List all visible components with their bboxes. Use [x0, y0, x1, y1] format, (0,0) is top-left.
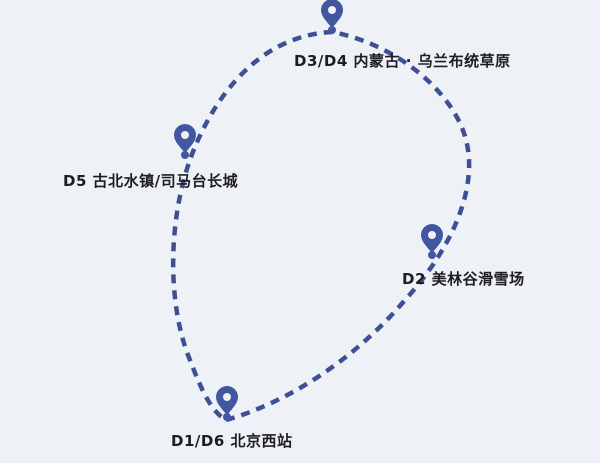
stop-day: D3/D4	[294, 52, 348, 70]
stop-name: 古北水镇/司马台长城	[92, 172, 239, 190]
route-line	[170, 29, 472, 423]
stop-day: D2	[402, 270, 426, 288]
stop-label-d2: D2 美林谷滑雪场	[402, 268, 525, 289]
map-pin-icon-d5[interactable]	[174, 124, 196, 159]
stop-name: 北京西站	[230, 432, 293, 450]
stop-label-d3d4: D3/D4 内蒙古 · 乌兰布统草原	[294, 50, 511, 71]
map-pin-icon-d3d4[interactable]	[321, 0, 343, 34]
stop-day: D1/D6	[171, 432, 225, 450]
stop-label-d1d6: D1/D6 北京西站	[171, 430, 293, 451]
stop-label-d5: D5 古北水镇/司马台长城	[63, 170, 238, 191]
stop-name: 内蒙古 · 乌兰布统草原	[353, 52, 511, 70]
stop-name: 美林谷滑雪场	[431, 270, 525, 288]
map-pin-icon-d1d6[interactable]	[216, 386, 238, 421]
stop-day: D5	[63, 172, 87, 190]
map-pin-icon-d2[interactable]	[421, 224, 443, 259]
